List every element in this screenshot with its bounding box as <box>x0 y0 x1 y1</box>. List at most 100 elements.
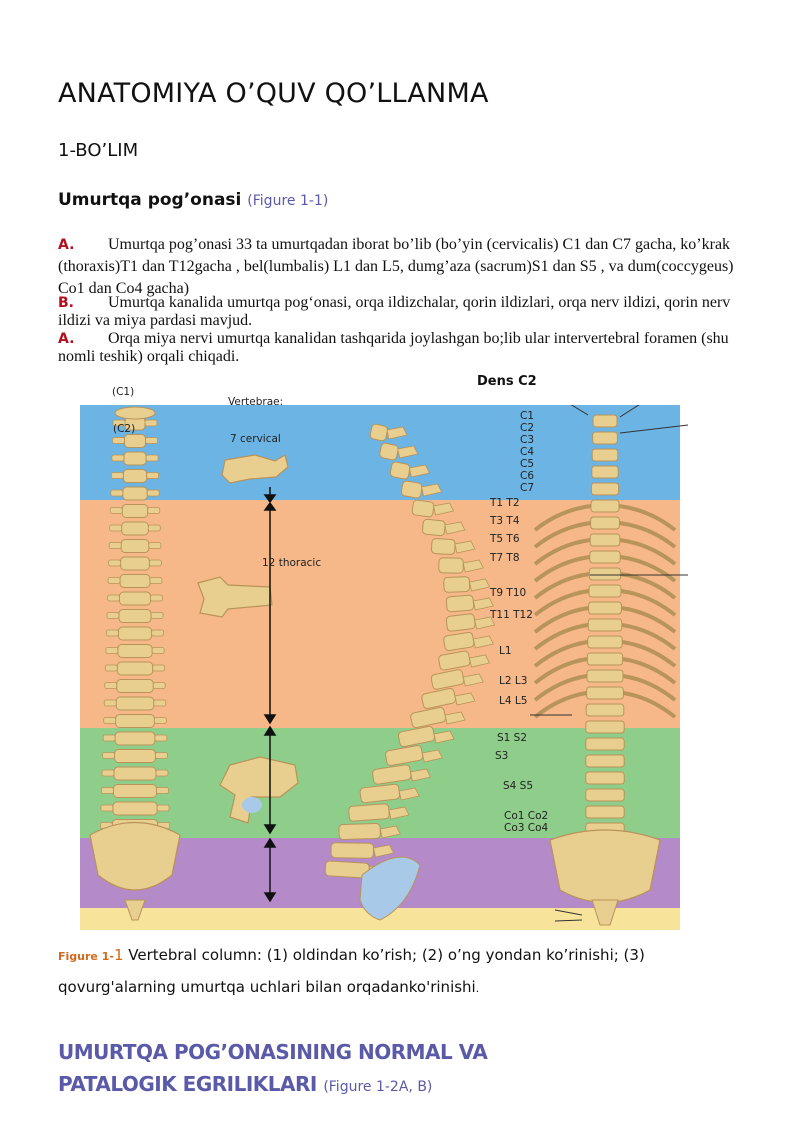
level-label: S1 S2 <box>497 732 528 744</box>
transverse-process-right <box>152 682 166 689</box>
lateral-spine-view <box>324 423 496 921</box>
heading2-figure-reference: (Figure 1-2A, B) <box>323 1079 433 1095</box>
dens-label: Dens C2 <box>477 374 537 389</box>
level-label: C1 <box>520 410 535 422</box>
transverse-process-left <box>104 682 118 689</box>
transverse-process-right <box>153 699 167 707</box>
anterior-vertebra <box>116 679 154 693</box>
lateral-vertebra <box>443 576 471 593</box>
rib-right <box>621 640 677 668</box>
lateral-vertebra <box>348 803 390 822</box>
transverse-process-left <box>110 489 124 497</box>
transverse-process-left <box>101 769 115 777</box>
intervertebral-disc <box>242 797 262 813</box>
anterior-vertebra <box>115 714 155 728</box>
transverse-process-right <box>145 454 159 462</box>
transverse-process-right <box>150 612 164 619</box>
transverse-process-left <box>106 612 120 619</box>
posterior-sacrum <box>549 829 661 904</box>
posterior-vertebra <box>588 567 622 581</box>
anterior-vertebra <box>121 504 149 518</box>
thoracic-region-band <box>80 500 680 728</box>
spinous-process <box>408 464 430 478</box>
rib-right <box>623 691 677 719</box>
paragraph-letter: B. <box>58 295 74 311</box>
anterior-vertebra <box>115 696 155 711</box>
anterior-vertebra <box>116 661 154 676</box>
paragraph-letter: A. <box>58 237 75 253</box>
transverse-process-right <box>153 717 167 724</box>
lateral-vertebra <box>369 423 388 442</box>
spinous-process <box>379 825 401 839</box>
rib-right <box>619 538 677 566</box>
transverse-process-left <box>103 699 117 707</box>
level-label: S4 S5 <box>503 780 534 792</box>
transverse-process-left <box>102 734 116 742</box>
lateral-vertebra <box>410 706 447 729</box>
anterior-vertebra <box>114 749 156 763</box>
posterior-vertebra <box>590 499 620 513</box>
anterior-vertebra <box>123 451 147 466</box>
anterior-vertebra <box>121 521 149 536</box>
posterior-vertebra <box>591 448 619 462</box>
posterior-vertebra <box>587 618 623 632</box>
vertebral-column-figure: (C1) (C2) Vertebrae: 7 cervical 12 thora… <box>80 374 690 930</box>
level-label: L4 L5 <box>499 695 528 707</box>
transverse-process-left <box>105 647 119 654</box>
caption-text: Vertebral column: (1) oldindan ko’rish; … <box>58 946 645 996</box>
level-label: C6 <box>520 470 535 482</box>
lateral-vertebra <box>338 822 381 841</box>
transverse-process-left <box>108 559 122 567</box>
transverse-process-left <box>110 472 124 479</box>
rib-right <box>619 521 677 549</box>
posterior-vertebra <box>592 431 618 445</box>
anterior-vertebra <box>122 486 148 501</box>
posterior-coccyx <box>591 899 619 926</box>
spinous-process <box>433 502 455 516</box>
anterior-vertebra <box>123 434 147 448</box>
rib-right <box>621 606 677 634</box>
section-heading: 1-BO’LIM <box>58 140 139 161</box>
transverse-process-right <box>146 489 160 497</box>
transverse-process-right <box>144 419 158 427</box>
transverse-process-left <box>102 752 115 759</box>
transverse-process-right <box>149 559 162 567</box>
transverse-process-right <box>155 752 168 759</box>
posterior-vertebra <box>585 703 625 717</box>
anterior-vertebra <box>112 784 158 798</box>
spinous-process <box>472 635 494 649</box>
cervical-label: 7 cervical <box>230 433 281 445</box>
transverse-process-left <box>111 454 125 462</box>
c2-label: (C2) <box>113 423 136 435</box>
spinous-process <box>474 616 496 630</box>
level-label: T11 T12 <box>490 609 533 621</box>
anterior-vertebra <box>112 801 158 816</box>
posterior-vertebra <box>586 686 624 700</box>
anterior-vertebra <box>120 539 150 553</box>
transverse-process-left <box>101 787 114 794</box>
section-heading-2: UMURTQA POG’ONASINING NORMAL VA PATALOGI… <box>58 1036 758 1103</box>
lateral-vertebra <box>438 557 464 574</box>
spinous-process <box>454 692 476 706</box>
lateral-vertebra <box>397 725 435 748</box>
anterior-vertebra <box>117 644 153 658</box>
rib-right <box>622 674 677 702</box>
posterior-vertebra <box>586 652 624 666</box>
rib-left <box>533 589 590 617</box>
anterior-spine-view <box>89 406 181 921</box>
transverse-process-left <box>109 507 123 514</box>
rib-left <box>533 504 592 532</box>
anterior-vertebra <box>119 574 151 588</box>
rib-left <box>533 640 589 668</box>
posterior-vertebra <box>586 669 624 683</box>
lateral-vertebra <box>385 745 424 766</box>
level-label: T1 T2 <box>490 497 520 509</box>
spinous-process <box>373 844 395 858</box>
posterior-spine-view <box>533 414 677 926</box>
rib-left <box>533 538 591 566</box>
rib-left <box>533 657 588 685</box>
transverse-process-left <box>100 804 114 812</box>
lateral-sacrum <box>359 856 421 921</box>
transverse-process-right <box>150 594 163 602</box>
spinous-process <box>468 654 491 668</box>
